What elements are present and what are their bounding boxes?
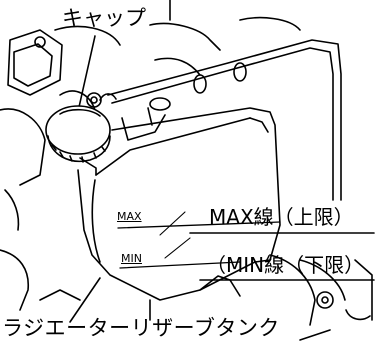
cap-shape: [45, 105, 111, 163]
tank-leader-line: [69, 277, 101, 323]
max-line-label: MAX線（上限）: [209, 205, 354, 229]
engine-background: [0, 0, 301, 231]
min-line-label: （MIN線（下限）: [206, 253, 365, 277]
reserve-tank-label: ラジエーターリザーブタンク: [2, 316, 280, 340]
cap-label: キャップ: [62, 6, 146, 30]
cap-leader-line: [76, 35, 96, 117]
tank-min-marking: MIN: [121, 252, 142, 265]
lower-parts: [0, 249, 373, 341]
tank-max-marking: MAX: [117, 210, 142, 223]
tank-body: [77, 97, 281, 301]
overflow-hose: [86, 39, 342, 201]
